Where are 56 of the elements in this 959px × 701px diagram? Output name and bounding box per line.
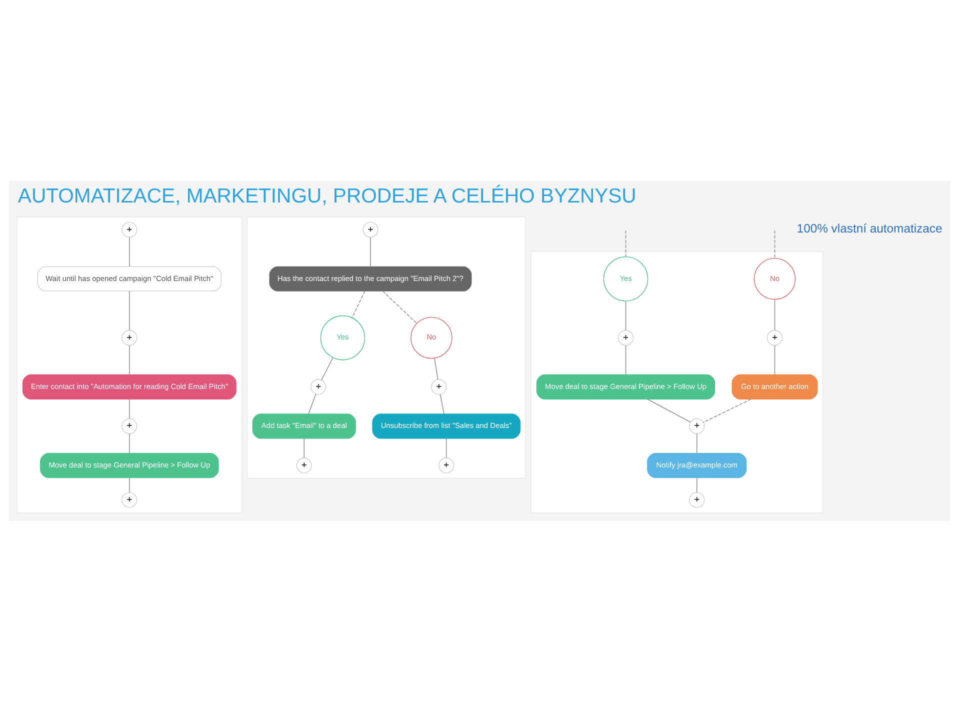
- node-circle: +: [431, 378, 447, 394]
- connector: [352, 290, 366, 318]
- node-box: Add task "Email" to a deal: [252, 413, 356, 438]
- label: 100% vlastní automatizace: [796, 221, 942, 236]
- diagram-title: AUTOMATIZACE, MARKETINGU, PRODEJE A CELÉHO BYZNYSU: [18, 185, 636, 208]
- node-circle: +: [296, 457, 312, 473]
- connector: [128, 398, 130, 419]
- node-circle: +: [122, 221, 138, 238]
- connector: [696, 432, 698, 453]
- node-circle: +: [689, 492, 705, 508]
- connector: [370, 236, 371, 266]
- node-circle: +: [122, 492, 138, 508]
- node-circle: Yes: [603, 256, 648, 301]
- node-box: Unsubscribe from list "Sales and Deals": [372, 413, 520, 438]
- connector: [702, 398, 752, 422]
- connector: [647, 398, 691, 422]
- connector: [128, 476, 130, 492]
- node-circle: +: [689, 418, 705, 434]
- node-circle: +: [362, 221, 378, 238]
- node-box: Move deal to stage General Pipeline > Follow Up: [536, 374, 716, 399]
- node-circle: +: [438, 457, 454, 473]
- node-circle: Yes: [320, 314, 366, 360]
- node-circle: +: [310, 378, 326, 394]
- connector: [696, 476, 698, 492]
- node-circle: +: [122, 418, 138, 434]
- cluster: [16, 216, 242, 513]
- connector: [774, 230, 776, 258]
- node-circle: +: [122, 330, 138, 346]
- node-box: Move deal to stage General Pipeline > Follow Up: [40, 452, 219, 478]
- cluster: [246, 216, 526, 478]
- node-box: Enter contact into "Automation for reading Cold Email Pitch": [22, 374, 236, 399]
- connector: [774, 344, 776, 375]
- node-circle: No: [410, 316, 452, 358]
- connector: [625, 300, 626, 330]
- connector: [308, 393, 316, 414]
- connector: [625, 344, 626, 375]
- node-box: Go to another action: [732, 374, 818, 399]
- connector: [321, 356, 334, 380]
- connector: [128, 236, 130, 266]
- node-circle: +: [618, 330, 634, 346]
- connector: [440, 393, 444, 414]
- connector: [446, 438, 447, 458]
- connector: [304, 438, 305, 458]
- cluster: [530, 250, 824, 513]
- node-circle: No: [754, 258, 796, 300]
- connector: [128, 290, 130, 330]
- connector: [382, 290, 418, 324]
- connector: [128, 432, 130, 453]
- node-box: Has the contact replied to the campaign "Email Pitch 2"?: [269, 266, 472, 291]
- node-box: Notify jra@example.com: [647, 452, 747, 478]
- node-box: Wait until has opened campaign "Cold Email Pitch": [37, 266, 222, 291]
- connector: [774, 298, 776, 330]
- connector: [128, 344, 130, 375]
- node-circle: +: [766, 330, 783, 346]
- connector: [434, 357, 438, 380]
- connector: [625, 230, 626, 257]
